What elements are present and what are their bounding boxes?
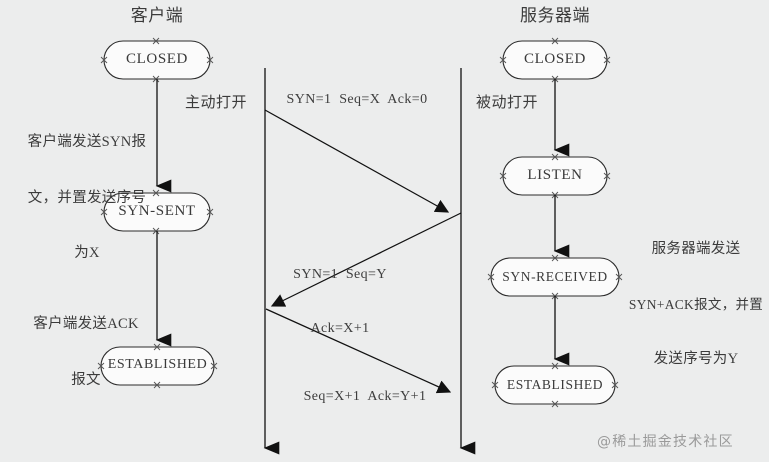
message-label-3: Seq=X+1 Ack=Y+1 bbox=[303, 389, 427, 404]
client-note-syn-line-1: 客户端发送SYN报 bbox=[27, 134, 147, 151]
server-state-syn-received: SYN-RECEIVED bbox=[502, 269, 608, 284]
client-active-open-label: 主动打开 bbox=[184, 95, 247, 111]
server-state-established: ESTABLISHED bbox=[506, 377, 604, 392]
server-column-title: 服务器端 bbox=[520, 6, 590, 25]
client-note-ack-line-2: 报文 bbox=[71, 371, 101, 388]
client-column-title: 客户端 bbox=[130, 6, 184, 25]
server-note-synack-line-3: 发送序号为Y bbox=[653, 351, 739, 368]
server-note-synack-line-2: SYN+ACK报文，并置 bbox=[628, 296, 764, 312]
client-note-syn-line-3: 为X bbox=[74, 245, 100, 262]
server-note-synack: 服务器端发送 SYN+ACK报文，并置 发送序号为Y bbox=[623, 203, 769, 406]
watermark: @稀土掘金技术社区 bbox=[597, 434, 734, 450]
server-state-listen: LISTEN bbox=[527, 167, 583, 183]
message-label-2-line-1: SYN=1 Seq=Y bbox=[293, 266, 387, 282]
client-note-syn-line-2: 文，并置发送序号 bbox=[27, 189, 147, 206]
client-state-established: ESTABLISHED bbox=[107, 357, 208, 372]
server-note-synack-line-1: 服务器端发送 bbox=[651, 241, 741, 258]
message-arrow-1 bbox=[264, 109, 450, 213]
client-state-closed: CLOSED bbox=[126, 51, 188, 67]
server-state-closed: CLOSED bbox=[524, 51, 586, 67]
client-state-syn-sent: SYN-SENT bbox=[118, 203, 196, 219]
client-note-syn: 客户端发送SYN报 文，并置发送序号 为X bbox=[2, 96, 172, 300]
message-label-2-line-2: Ack=X+1 bbox=[310, 320, 370, 336]
message-label-1: SYN=1 Seq=X Ack=0 bbox=[286, 92, 428, 107]
server-passive-open-label: 被动打开 bbox=[475, 95, 538, 111]
message-label-2: SYN=1 Seq=Y Ack=X+1 bbox=[270, 230, 410, 373]
client-note-ack-line-1: 客户端发送ACK bbox=[33, 316, 139, 333]
client-note-ack: 客户端发送ACK 报文 bbox=[6, 278, 166, 426]
